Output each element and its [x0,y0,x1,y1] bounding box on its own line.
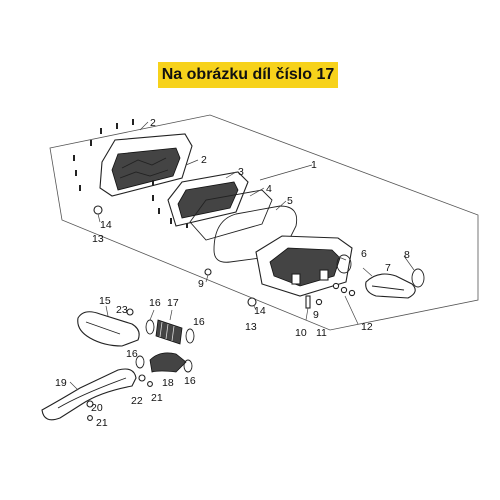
screw-head [87,415,93,421]
callout-17: 17 [167,297,179,309]
airbox-cover [99,133,193,197]
callout-2: 2 [201,154,207,166]
hose-clamp [185,328,195,344]
washer [315,298,323,306]
callout-10: 10 [295,327,307,339]
duct-clamp [411,268,425,288]
callout-16: 16 [126,348,138,360]
callout-20: 20 [91,402,103,414]
screw-head [126,308,134,316]
washer [340,286,348,294]
hose-clamp [183,359,193,373]
callout-6: 6 [361,248,367,260]
callout-12: 12 [361,321,373,333]
intake-duct [365,273,416,299]
assembly-frame [49,114,479,331]
hose-clamp [135,355,145,369]
washer [147,381,153,387]
part-highlight-banner: Na obrázku díl číslo 17 [158,62,338,88]
callout-16: 16 [193,316,205,328]
callout-3: 3 [238,166,244,178]
washer [138,374,146,382]
callout-13: 13 [245,321,257,333]
bolt [305,295,311,309]
grommet [93,205,103,215]
hose-clamp [145,319,155,335]
airbox-body [255,235,353,297]
callout-2: 2 [150,117,156,129]
callout-13: 13 [92,233,104,245]
callout-16: 16 [184,375,196,387]
air-filter [167,171,249,227]
callout-15: 15 [99,295,111,307]
washer [332,282,340,290]
grommet [247,297,257,307]
callout-21: 21 [96,417,108,429]
callout-14: 14 [100,219,112,231]
callout-9: 9 [198,278,204,290]
washer [86,400,94,408]
callout-21: 21 [151,392,163,404]
callout-9: 9 [313,309,319,321]
callout-19: 19 [55,377,67,389]
callout-1: 1 [311,159,317,171]
clamp-ring [336,254,352,274]
washer [348,289,356,297]
callout-14: 14 [254,305,266,317]
callout-8: 8 [404,249,410,261]
bellows-hose [149,352,187,373]
corrugated-hose [155,319,183,345]
callout-16: 16 [149,297,161,309]
callout-18: 18 [162,377,174,389]
callout-22: 22 [131,395,143,407]
callout-4: 4 [266,183,272,195]
inlet-housing [77,311,140,347]
intake-pipe [41,368,137,421]
callout-7: 7 [385,262,391,274]
callout-23: 23 [116,304,128,316]
filter-gasket [189,189,273,241]
callout-11: 11 [316,327,327,339]
callout-5: 5 [287,195,293,207]
leader-lines [69,121,415,391]
callout-labels: 1 2 2 3 4 5 6 7 8 9 9 10 11 12 13 13 14 … [55,117,410,429]
washer [204,268,212,276]
screw-set-upper [73,119,198,228]
